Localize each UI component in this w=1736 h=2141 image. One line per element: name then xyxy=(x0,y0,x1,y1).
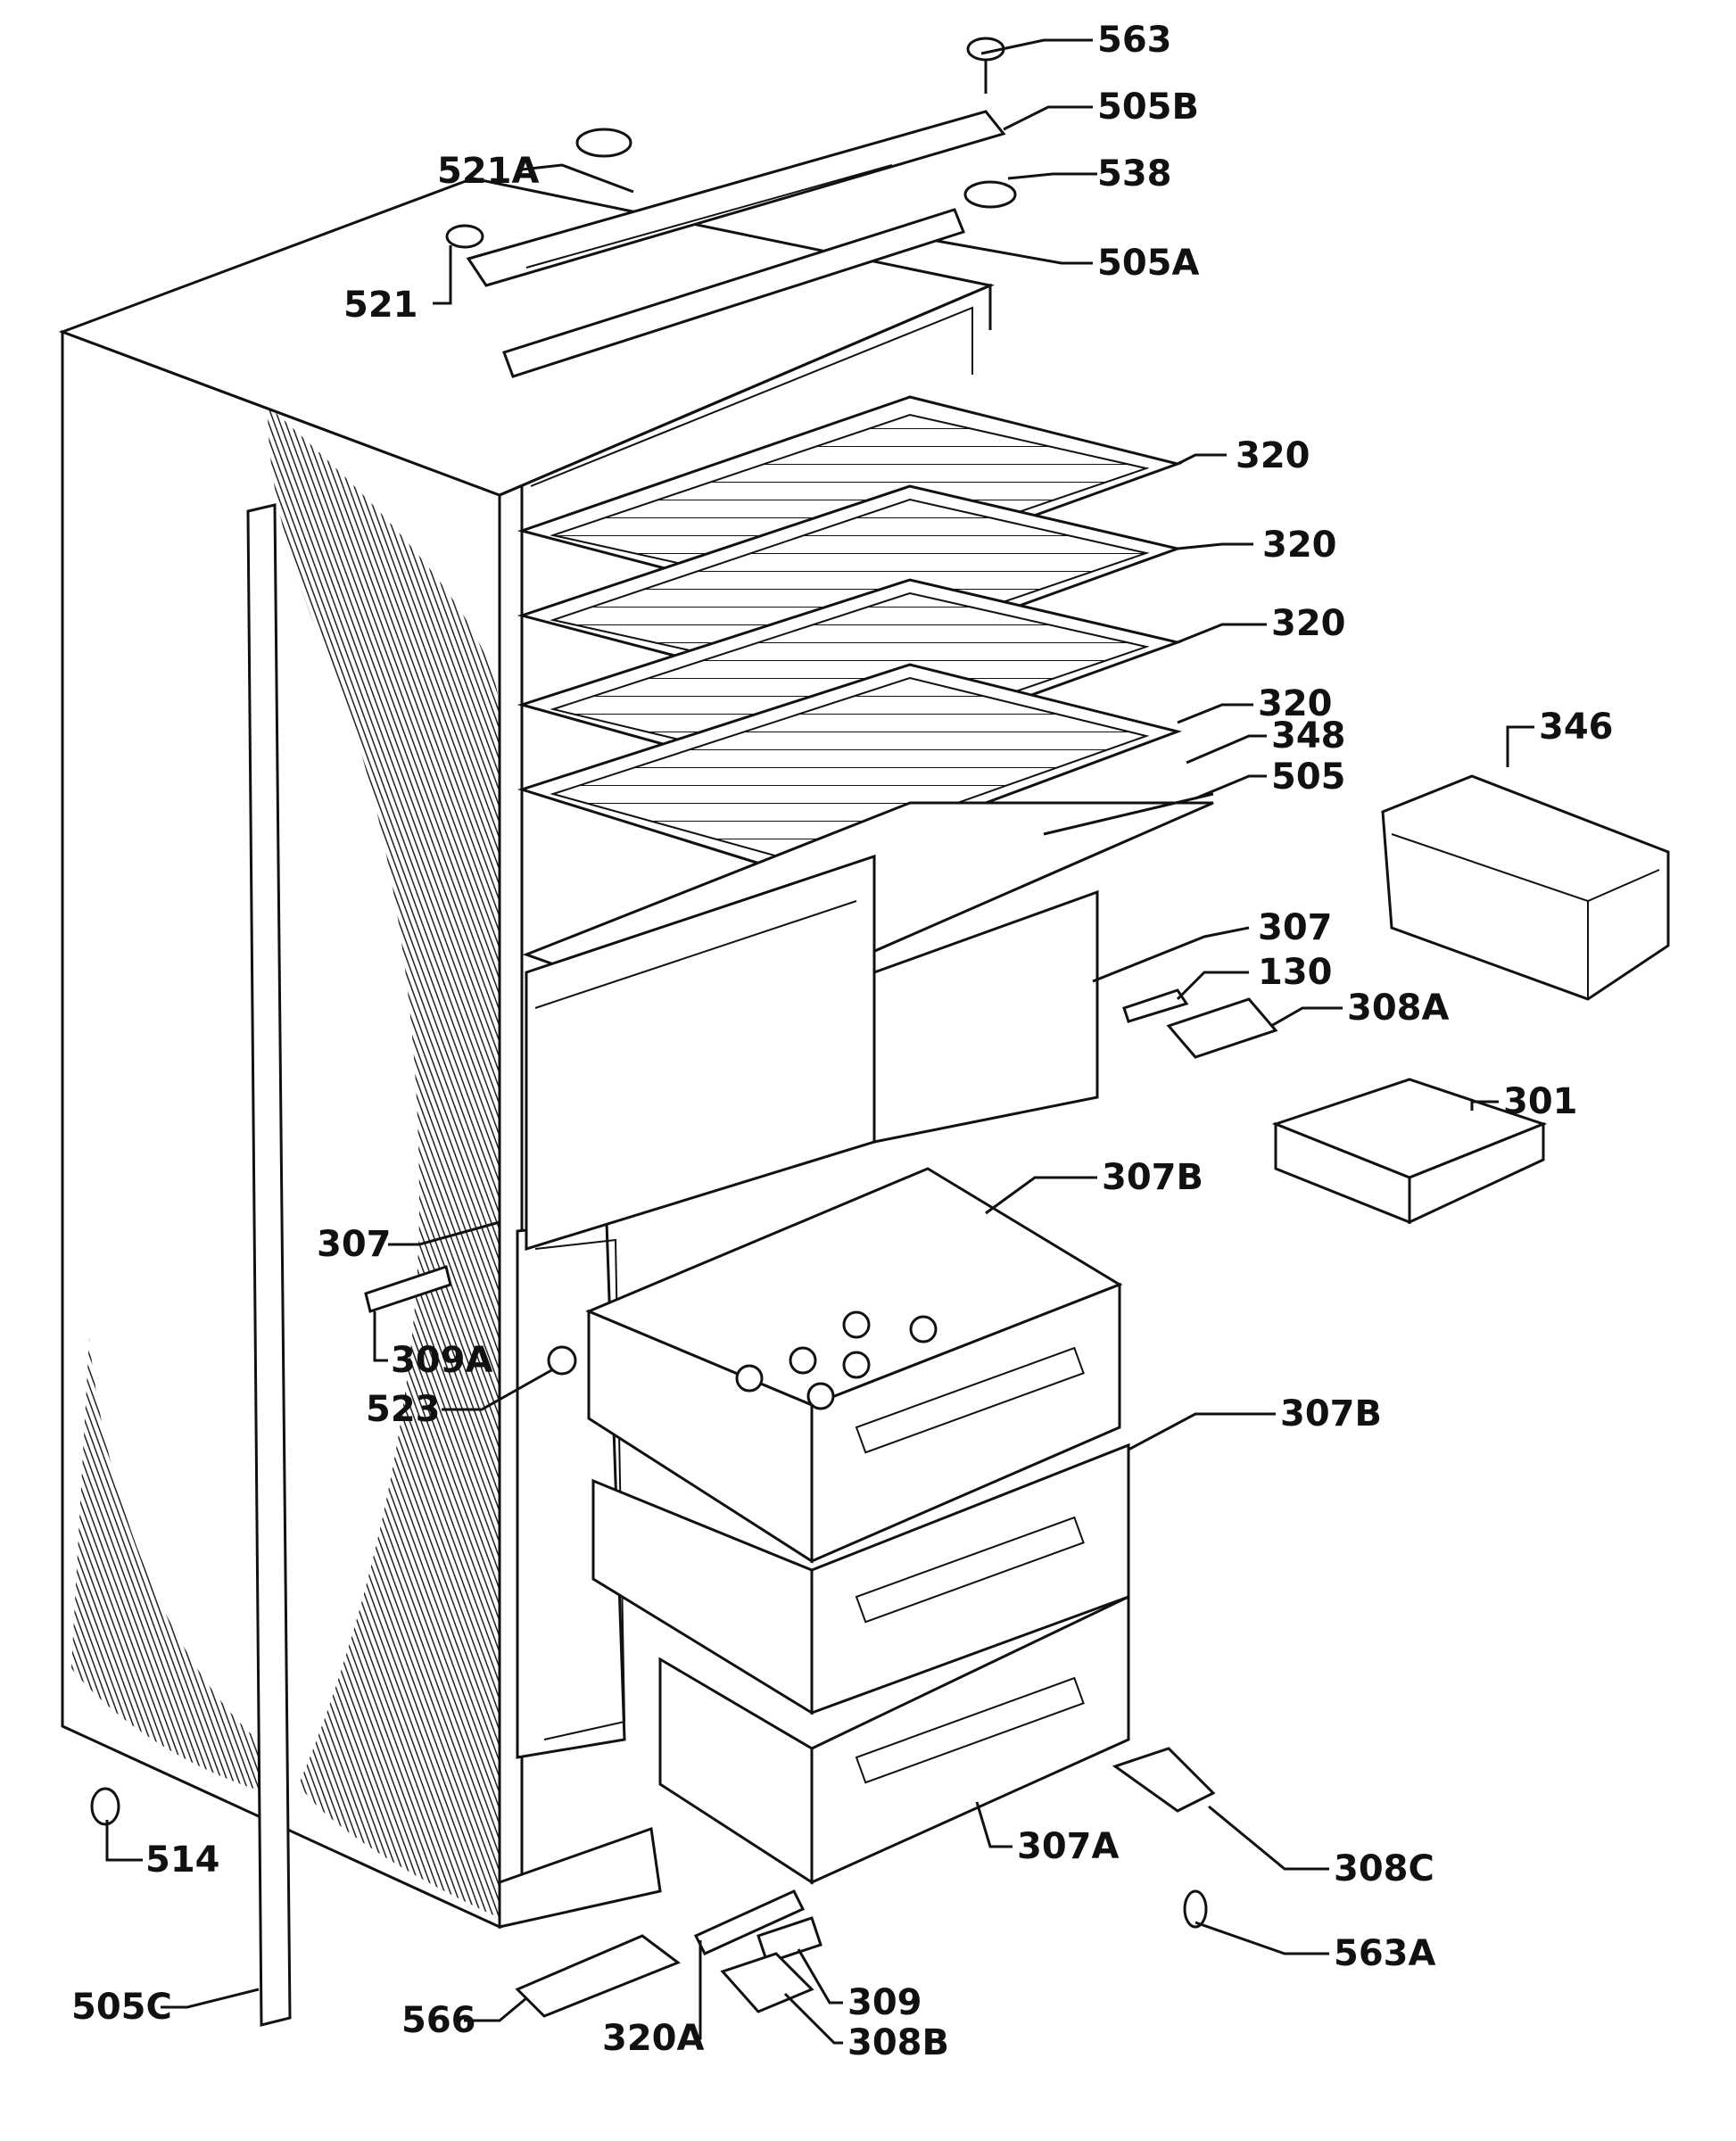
label-308B: 308B xyxy=(847,2022,949,2063)
label-505: 505 xyxy=(1271,756,1346,798)
label-348: 348 xyxy=(1271,715,1346,756)
label-320A: 320A xyxy=(602,2018,704,2059)
label-309: 309 xyxy=(847,1982,922,2023)
part-320A xyxy=(693,1889,806,1955)
part-523 xyxy=(547,1345,577,1376)
ice-tray xyxy=(1271,1078,1548,1225)
door-gasket xyxy=(246,503,292,2027)
part-308C xyxy=(1112,1747,1216,1813)
label-563A: 563A xyxy=(1334,1933,1435,1974)
part-labels: 563 505B 521A 538 521 505A 320 320 320 3… xyxy=(71,20,1614,2063)
label-130: 130 xyxy=(1258,952,1333,993)
label-521A: 521A xyxy=(437,151,539,192)
part-563A xyxy=(1183,1889,1208,1929)
part-514 xyxy=(90,1787,120,1826)
label-309A: 309A xyxy=(391,1340,492,1381)
freezer-baskets xyxy=(585,1167,1130,1885)
label-563: 563 xyxy=(1097,20,1172,61)
part-566 xyxy=(515,1934,682,2018)
label-505C: 505C xyxy=(71,1987,172,2028)
door-shelf xyxy=(1381,774,1670,1001)
part-130 xyxy=(1122,988,1189,1023)
label-566: 566 xyxy=(401,2000,476,2041)
label-301: 301 xyxy=(1503,1081,1578,1122)
part-308B xyxy=(720,1952,814,2013)
label-307B-2: 307B xyxy=(1280,1393,1382,1434)
part-308A xyxy=(1166,997,1278,1059)
label-307-1: 307 xyxy=(1258,907,1333,948)
label-307B-1: 307B xyxy=(1102,1157,1203,1198)
wire-shelves xyxy=(517,395,1183,876)
label-346: 346 xyxy=(1539,707,1614,748)
label-523: 523 xyxy=(366,1389,441,1430)
label-308C: 308C xyxy=(1334,1848,1434,1889)
label-308A: 308A xyxy=(1347,988,1449,1029)
label-320-3: 320 xyxy=(1271,603,1346,644)
part-309 xyxy=(756,1916,823,1964)
label-521: 521 xyxy=(343,285,418,326)
top-hinge xyxy=(445,37,1017,378)
cabinet-body xyxy=(58,177,995,2027)
label-538: 538 xyxy=(1097,153,1172,194)
label-307-2: 307 xyxy=(317,1224,392,1265)
label-320-4: 320 xyxy=(1258,683,1333,724)
label-307A: 307A xyxy=(1017,1826,1119,1867)
leader-lines xyxy=(105,38,1534,2045)
label-320-1: 320 xyxy=(1236,435,1310,476)
label-514: 514 xyxy=(145,1839,220,1881)
label-505A: 505A xyxy=(1097,243,1199,284)
part-309A xyxy=(364,1265,452,1313)
label-505B: 505B xyxy=(1097,87,1199,128)
crisper-drawers xyxy=(525,854,1099,1252)
label-320-2: 320 xyxy=(1262,525,1337,566)
